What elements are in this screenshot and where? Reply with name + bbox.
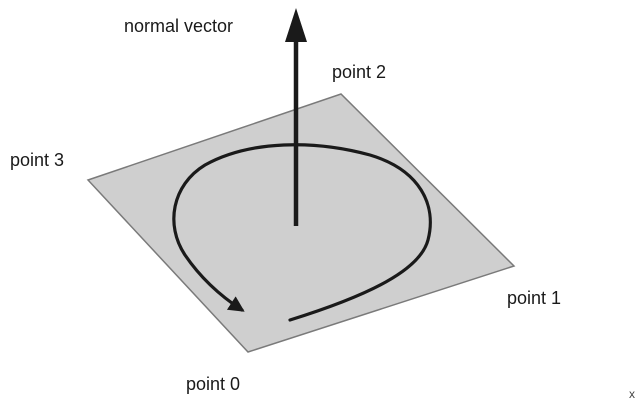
winding-direction-curve xyxy=(172,143,432,322)
point-0-label: point 0 xyxy=(186,374,240,394)
point-3-label: point 3 xyxy=(10,150,64,170)
corner-mark: x xyxy=(629,387,635,401)
point-2-label: point 2 xyxy=(332,62,386,82)
normal-vector-label: normal vector xyxy=(124,16,233,36)
point-1-label: point 1 xyxy=(507,288,561,308)
normal-vector-arrowhead xyxy=(285,8,307,42)
polygon-plane xyxy=(86,93,516,353)
